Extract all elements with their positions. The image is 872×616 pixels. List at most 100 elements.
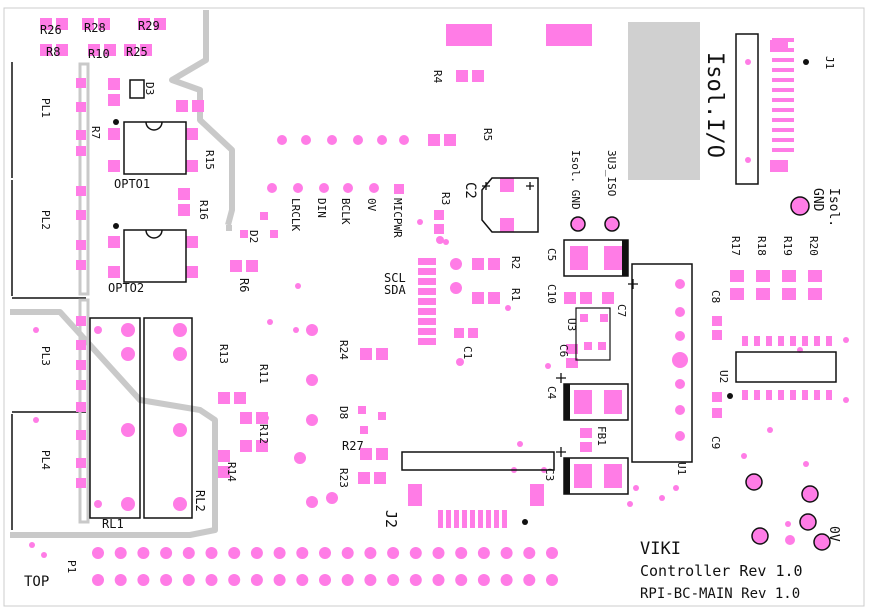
c10-pad (580, 292, 592, 304)
j1-pin (772, 68, 794, 72)
u3-label: U3 (565, 318, 578, 331)
r3-pad (434, 210, 444, 220)
via (659, 495, 665, 501)
r4-pad (472, 70, 484, 82)
header-pin (432, 574, 445, 586)
opto1-pad (108, 128, 120, 140)
c6-pad (566, 344, 578, 354)
r28-label: R28 (84, 21, 106, 35)
relay-outlines (89, 317, 193, 519)
u2-pin (754, 390, 760, 400)
header-pin (273, 574, 286, 586)
opto1-label: OPTO1 (114, 177, 150, 191)
r25-pad (124, 44, 136, 56)
header-pin (341, 574, 354, 586)
pl1-pad (76, 102, 86, 112)
c5-pad (604, 246, 622, 270)
c2-pad (500, 218, 514, 232)
pl2-pad (76, 240, 86, 250)
j2-mount (408, 484, 422, 506)
r16-label: R16 (197, 200, 210, 220)
j1-pin (772, 148, 794, 152)
sda-pad (450, 282, 462, 294)
c7-label: C7 (615, 304, 628, 317)
u2-pin (754, 336, 760, 346)
r5-label: R5 (481, 128, 494, 141)
tantalum-cap-bands (564, 240, 628, 494)
fb1-label: FB1 (595, 426, 608, 446)
r10-pad (104, 44, 116, 56)
j2-pin (438, 510, 443, 528)
via (741, 453, 747, 459)
via (294, 452, 306, 464)
r27-label: R27 (342, 439, 364, 453)
micpwr-pad (394, 184, 404, 194)
scl-pad (450, 258, 462, 270)
relay-pin (94, 500, 102, 508)
header-pin (182, 547, 195, 559)
via (443, 239, 449, 245)
u1-pin (675, 379, 685, 389)
j2-pin (470, 510, 475, 528)
gnd-label: GND (810, 188, 825, 212)
pl3-pad (76, 340, 86, 350)
c4-pad (604, 390, 622, 414)
r1-label: R1 (509, 288, 522, 301)
c4-label: C4 (545, 386, 558, 400)
r3-label: R3 (439, 192, 452, 205)
header-pin (114, 547, 127, 559)
c5-pad (570, 246, 588, 270)
header-pin (455, 574, 468, 586)
c10-pad (564, 292, 576, 304)
r6-pad (246, 260, 258, 272)
c3-pad (574, 464, 592, 488)
relay-pin (121, 323, 135, 337)
r14-pad (218, 450, 230, 462)
r2-label: R2 (509, 256, 522, 269)
header-pin (296, 547, 309, 559)
via (633, 485, 639, 491)
opto-outlines (123, 79, 187, 283)
i2c-pad (418, 308, 436, 315)
r1-pad (488, 292, 500, 304)
c2-label: C2 (462, 182, 478, 199)
r28-pad (82, 18, 94, 30)
r-pad (782, 270, 796, 282)
i2c-pad (418, 318, 436, 325)
test-point (751, 527, 769, 545)
j1-outline (735, 33, 759, 185)
c5-label: C5 (545, 248, 558, 261)
via (843, 397, 849, 403)
r1-pad (472, 292, 484, 304)
v3u3-iso-label: 3U3_ISO (605, 150, 618, 196)
u2-pin (790, 390, 796, 400)
r7-label: R7 (89, 126, 102, 139)
zero-v-right-label: 0V (826, 526, 841, 542)
d2-pad (240, 230, 248, 238)
via (29, 542, 35, 548)
din-label: DIN (315, 198, 328, 218)
r24-pad (360, 348, 372, 360)
relay-pin (94, 326, 102, 334)
pin1-markers (113, 59, 809, 525)
r10-pad (88, 44, 100, 56)
via (293, 327, 299, 333)
isol-gnd-mid-label: Isol. GND (569, 150, 582, 210)
r25-pad (140, 44, 152, 56)
signal-pad (267, 183, 277, 193)
pl3-pad (76, 380, 86, 390)
c3-label: C3 (543, 468, 556, 481)
r3-pad (434, 224, 444, 234)
r24-pad (376, 348, 388, 360)
test-pad (399, 135, 409, 145)
via (33, 417, 39, 423)
relay-pin (121, 423, 135, 437)
r23-label: R23 (337, 468, 350, 488)
r13-label: R13 (217, 344, 230, 364)
header-pin (546, 547, 558, 559)
header-pin (319, 547, 331, 559)
r4-label: R4 (431, 70, 444, 84)
r29-pad (138, 18, 150, 30)
u1-pin (675, 279, 685, 289)
r18-label: R18 (755, 236, 768, 256)
